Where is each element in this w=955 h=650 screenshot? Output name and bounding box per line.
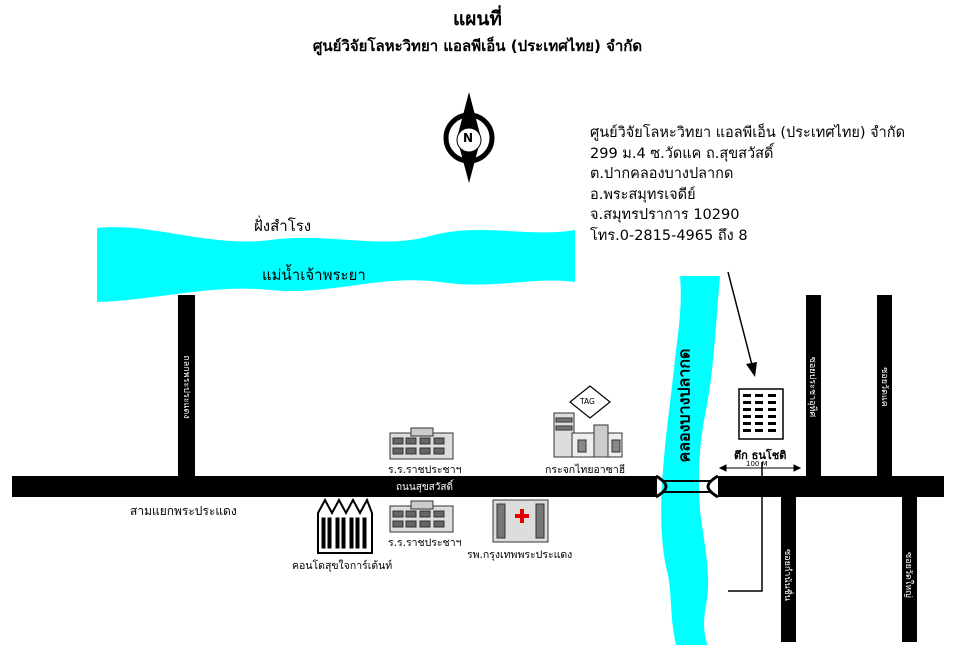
right-lower-road-2-label: ซอยวัดใหญ่ (903, 552, 913, 598)
address-line: อ.พระสมุทรเจดีย์ (590, 186, 696, 203)
left-vertical-road (178, 295, 195, 476)
right-upper-road-1 (806, 295, 821, 476)
compass-label: N (463, 131, 474, 145)
north-compass-icon (443, 92, 495, 183)
tag-sign-icon (569, 385, 611, 419)
condo-label: คอนโดสุขใจการ์เด้นท์ (292, 560, 393, 572)
map-subtitle: ศูนย์วิจัยโลหะวิทยา แอลพีเอ็น (ประเทศไทย… (312, 37, 643, 55)
school-bottom-icon (389, 500, 454, 533)
bang-pla-kot-canal (661, 276, 720, 645)
access-lane (728, 462, 763, 592)
river-label: แม่น้ำเจ้าพระยา (262, 266, 366, 284)
factory-icon (553, 412, 623, 458)
bridge (655, 474, 719, 499)
junction-label: สามแยกพระประแดง (130, 504, 237, 518)
left-vertical-road-label: ถลกพระประแดง (181, 355, 191, 419)
map-title: แผนที่ (453, 8, 502, 30)
main-road-label: ถนนสุขสวัสดิ์ (396, 482, 453, 493)
tag-sign-label: TAG (580, 397, 595, 406)
address-block: ศูนย์วิจัยโลหะวิทยา แอลพีเอ็น (ประเทศไทย… (590, 123, 905, 246)
distance-label: 100 M (746, 460, 768, 468)
river-bank-label: ฝั่งสำโรง (254, 217, 312, 235)
right-upper-road-2-label: ซอยวัดแค (879, 367, 889, 407)
address-line: ศูนย์วิจัยโลหะวิทยา แอลพีเอ็น (ประเทศไทย… (590, 125, 905, 141)
right-lower-road-2 (902, 497, 917, 642)
main-road-east (718, 476, 944, 497)
hospital-icon (492, 499, 549, 543)
right-lower-road-1 (781, 497, 796, 642)
chao-phraya-river (97, 227, 575, 302)
glass-factory-label: กระจกไทยอาซาฮี (545, 464, 626, 476)
distance-scale (718, 464, 802, 472)
address-line: จ.สมุทรปราการ 10290 (590, 207, 740, 223)
address-line: 299 ม.4 ซ.วัดแค ถ.สุขสวัสดิ์ (590, 145, 774, 162)
canal-label: คลองบางปลากด (674, 348, 694, 463)
right-upper-road-2 (877, 295, 892, 476)
school-top-label: ร.ร.ราชประชาฯ (388, 464, 462, 476)
office-building-icon (738, 388, 784, 440)
main-road (12, 476, 657, 497)
address-line: โทร.0-2815-4965 ถึง 8 (590, 227, 748, 244)
address-line: ต.ปากคลองบางปลากด (590, 166, 734, 182)
school-bottom-label: ร.ร.ราชประชาฯ (388, 537, 462, 549)
school-top-icon (389, 427, 454, 460)
right-lower-road-1-label: ซอยกำนันชื่น (782, 549, 792, 601)
right-upper-road-1-label: ซอยประชาอุทิศ (807, 356, 817, 418)
condo-icon (317, 497, 373, 554)
pointer-arrow (727, 271, 757, 377)
hospital-label: รพ.กรุงเทพพระประแดง (467, 549, 573, 561)
building-label: ตึก ธนโชติ (734, 449, 787, 462)
